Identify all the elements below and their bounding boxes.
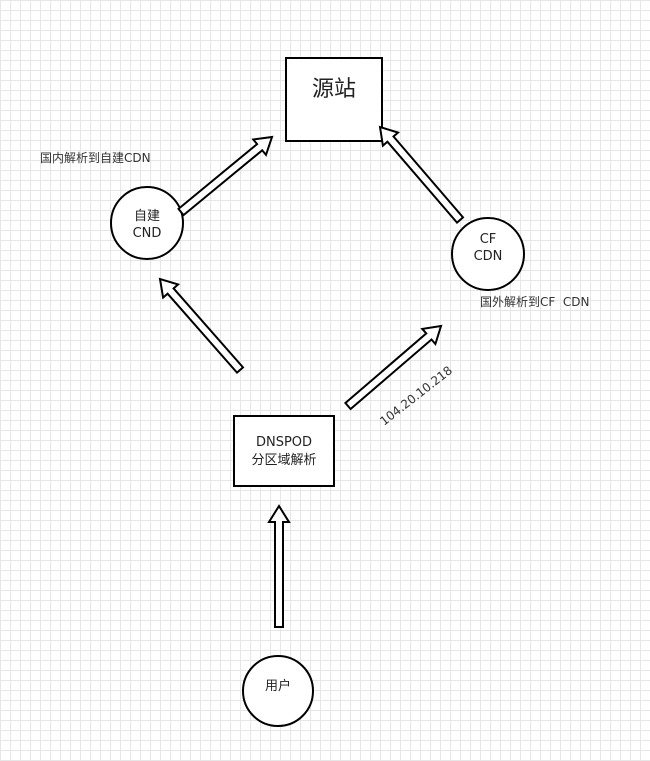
foreign-annotation: 国外解析到CF CDN: [480, 295, 590, 309]
dnspod-box: [233, 415, 335, 487]
arrow-user-to-dnspod: [267, 504, 291, 628]
cf-cdn-node[interactable]: CF CDN: [451, 217, 525, 291]
self-cdn-node[interactable]: 自建 CND: [110, 186, 184, 260]
domestic-annotation: 国内解析到自建CDN: [40, 151, 151, 165]
self-cdn-circle: [110, 186, 184, 260]
self-cdn-label-line1: 自建: [134, 209, 160, 224]
arrow-dnspod-to-self-cdn: [158, 277, 245, 375]
origin-label: 源站: [312, 77, 356, 102]
cf-cdn-label-line2: CDN: [474, 249, 503, 264]
cf-cdn-circle: [451, 217, 525, 291]
arrows-group: [158, 125, 465, 628]
arrow-dnspod-to-cf-cdn: [343, 324, 443, 411]
dnspod-label-line2: 分区域解析: [251, 453, 316, 468]
dnspod-label-line1: DNSPOD: [256, 435, 312, 450]
user-label: 用户: [265, 678, 291, 694]
dnspod-node[interactable]: DNSPOD 分区域解析: [233, 415, 335, 487]
origin-node[interactable]: 源站: [285, 57, 383, 142]
origin-box: [285, 57, 383, 142]
user-node[interactable]: 用户: [242, 655, 314, 727]
cf-cdn-label-line1: CF: [480, 232, 497, 247]
self-cdn-label-line2: CND: [133, 226, 162, 241]
user-circle: [242, 655, 314, 727]
arrow-self-cdn-to-origin: [177, 135, 274, 217]
arrow-cf-cdn-to-origin: [378, 125, 465, 225]
